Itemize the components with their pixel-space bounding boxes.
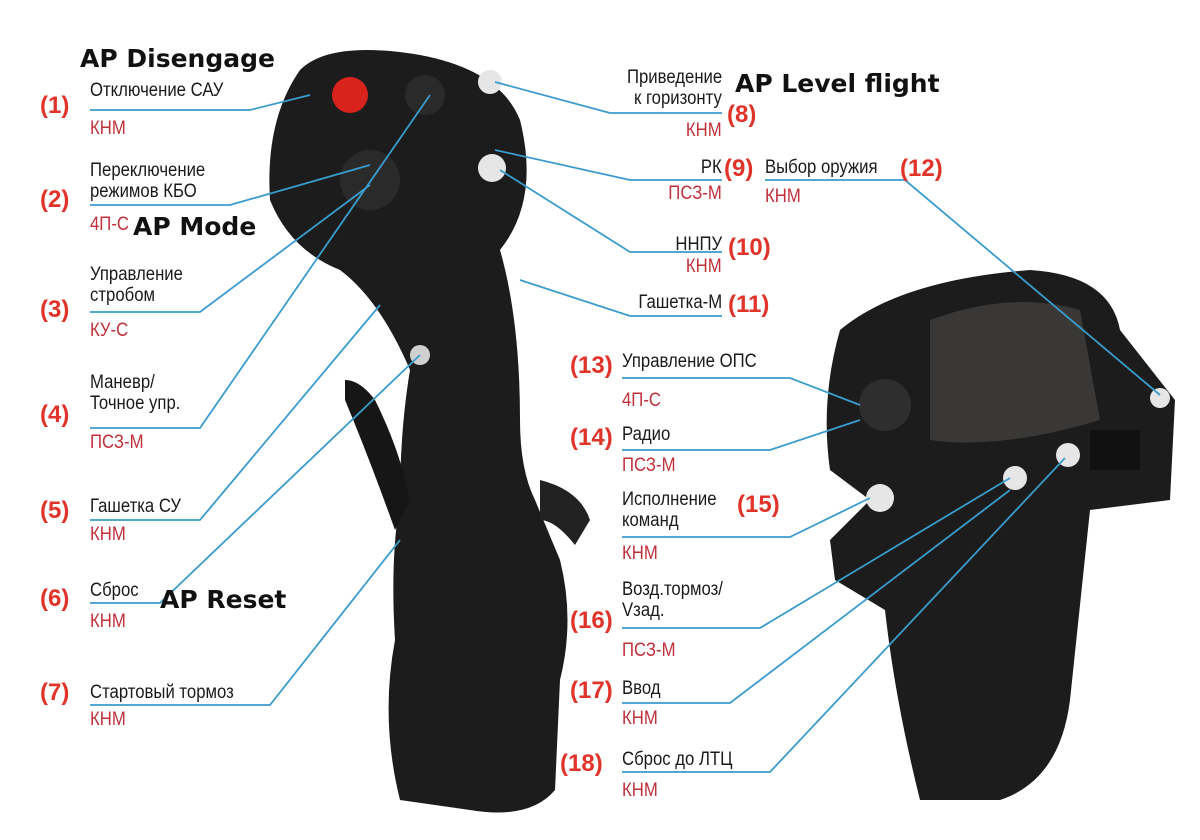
throttle-grip-photo xyxy=(826,270,1175,800)
callout-number: (10) xyxy=(728,234,771,261)
callout-number: (3) xyxy=(40,296,70,323)
leader-line xyxy=(622,489,1011,704)
callout-connector-code: ПСЗ-М xyxy=(622,640,676,661)
callout-label: Возд.тормоз/ xyxy=(622,579,723,600)
control-stick-photo xyxy=(269,50,590,813)
callout-number: (9) xyxy=(724,155,754,182)
callout-connector-code: 4П-С xyxy=(622,390,661,411)
callout-label: Управление ОПС xyxy=(622,351,757,372)
callout-connector-code: КНМ xyxy=(90,118,126,139)
callout-connector-code: КНМ xyxy=(765,186,801,207)
callout-number: (12) xyxy=(900,155,943,182)
callout-label: команд xyxy=(622,510,679,531)
callout-connector-code: КНМ xyxy=(90,524,126,545)
leader-line xyxy=(622,457,1066,773)
callout-label: Отключение САУ xyxy=(90,80,224,101)
leader-line xyxy=(90,164,371,206)
callout-label: РК xyxy=(701,157,722,178)
callout-label: Точное упр. xyxy=(90,393,181,414)
callout-number: (5) xyxy=(40,497,70,524)
callout-connector-code: КУ-С xyxy=(90,320,129,341)
callout-number: (4) xyxy=(40,401,70,428)
callout-connector-code: ПСЗ-М xyxy=(90,432,144,453)
leader-line xyxy=(90,354,421,604)
callout-label: ННПУ xyxy=(675,234,722,255)
leader-line xyxy=(622,377,861,406)
leader-line xyxy=(622,419,861,451)
callout-number: (8) xyxy=(727,101,757,128)
callout-connector-code: КНМ xyxy=(622,708,658,729)
callout-connector-code: КНМ xyxy=(622,543,658,564)
leader-line xyxy=(494,81,722,114)
callout-number: (15) xyxy=(737,491,780,518)
callout-label: Гашетка-М xyxy=(638,292,722,313)
leader-line xyxy=(90,94,311,111)
callout-label: Vзад. xyxy=(622,600,665,621)
callout-number: (14) xyxy=(570,424,613,451)
callout-number: (17) xyxy=(570,677,613,704)
ap-disengage-label: AP Disengage xyxy=(80,44,275,73)
callout-connector-code: КНМ xyxy=(90,611,126,632)
callout-number: (6) xyxy=(40,585,70,612)
leader-line xyxy=(90,94,431,429)
callout-label: Ввод xyxy=(622,678,661,699)
callout-label: Исполнение xyxy=(622,489,717,510)
callout-number: (1) xyxy=(40,92,70,119)
callout-label: Переключение xyxy=(90,160,206,181)
callout-label: режимов КБО xyxy=(90,181,197,202)
callout-number: (7) xyxy=(40,679,70,706)
callout-connector-code: КНМ xyxy=(90,709,126,730)
callout-label: Маневр/ xyxy=(90,372,155,393)
callout-label: Приведение xyxy=(626,67,722,88)
leader-line xyxy=(494,149,722,181)
callout-label: Стартовый тормоз xyxy=(90,682,234,703)
callout-connector-code: КНМ xyxy=(622,780,658,801)
callout-number: (13) xyxy=(570,352,613,379)
leader-line xyxy=(90,539,401,706)
leader-line xyxy=(622,497,871,538)
callout-number: (16) xyxy=(570,607,613,634)
callout-number: (18) xyxy=(560,750,603,777)
callout-label: Сброс xyxy=(90,580,139,601)
ap-mode-label: AP Mode xyxy=(133,212,257,241)
callout-connector-code: 4П-С xyxy=(90,214,129,235)
callout-label: к горизонту xyxy=(634,88,722,109)
callout-connector-code: ПСЗ-М xyxy=(668,183,722,204)
ap-disengage-button xyxy=(332,77,368,113)
callout-connector-code: КНМ xyxy=(686,120,722,141)
leader-line xyxy=(765,179,1161,396)
callout-label: Выбор оружия xyxy=(765,157,878,178)
callout-number: (11) xyxy=(728,291,770,318)
callout-number: (2) xyxy=(40,186,70,213)
callout-connector-code: КНМ xyxy=(686,256,722,277)
leader-line xyxy=(622,477,1011,629)
callout-connector-code: ПСЗ-М xyxy=(622,455,676,476)
callout-label: Радио xyxy=(622,424,671,445)
callout-label: Гашетка СУ xyxy=(90,496,181,517)
callout-label: Сброс до ЛТЦ xyxy=(622,749,733,770)
leader-line xyxy=(499,169,722,253)
leader-line xyxy=(90,184,371,313)
callout-label: стробом xyxy=(90,285,155,306)
leader-line xyxy=(90,304,381,521)
ap-level-flight-label: AP Level flight xyxy=(735,69,940,98)
callout-label: Управление xyxy=(90,264,183,285)
leader-line xyxy=(519,279,722,317)
ap-reset-label: AP Reset xyxy=(160,585,287,614)
